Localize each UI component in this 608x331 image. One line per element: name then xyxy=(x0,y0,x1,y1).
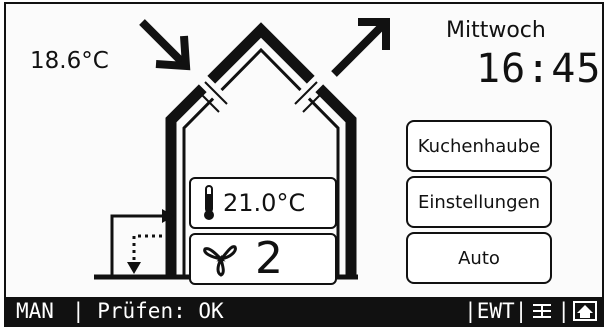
indoor-temperature-value: 21.0°C xyxy=(223,189,306,217)
ground-heat-exchanger xyxy=(110,209,174,277)
air-intake-arrow xyxy=(139,19,191,71)
settings-button[interactable]: Einstellungen xyxy=(406,176,552,228)
kitchen-hood-button[interactable]: Kuchenhaube xyxy=(406,120,552,172)
status-check: | Prüfen: OK xyxy=(71,299,224,323)
status-mode: MAN xyxy=(16,299,54,323)
status-bar: MAN | Prüfen: OK |EWT| | xyxy=(6,297,602,325)
roof-vent-intake xyxy=(196,73,236,113)
fan-level-value: 2 xyxy=(255,233,283,284)
clock-time: 16:45 xyxy=(476,46,602,92)
indoor-temperature-tile[interactable]: 21.0°C xyxy=(189,177,337,229)
status-indicators: |EWT| | xyxy=(464,297,598,325)
roof-vent-exhaust xyxy=(286,73,326,113)
outside-temperature: 18.6°C xyxy=(30,48,109,74)
fan-icon xyxy=(201,239,241,279)
house-inner-wall xyxy=(182,47,340,279)
thermometer-icon xyxy=(201,184,217,222)
fan-level-tile[interactable]: 2 xyxy=(189,233,337,285)
auto-mode-button[interactable]: Auto xyxy=(406,232,552,284)
house-outer-wall xyxy=(165,22,357,279)
controller-screen: 18.6°C Mittwoch 16:45 21.0°C 2 Kuchenhau… xyxy=(4,2,604,327)
ewt-indicator: |EWT| xyxy=(464,299,528,323)
status-separator: | xyxy=(557,299,570,323)
air-exhaust-arrow xyxy=(331,18,390,77)
bypass-icon xyxy=(529,300,555,322)
home-icon xyxy=(572,300,598,322)
weekday-label: Mittwoch xyxy=(446,18,546,43)
